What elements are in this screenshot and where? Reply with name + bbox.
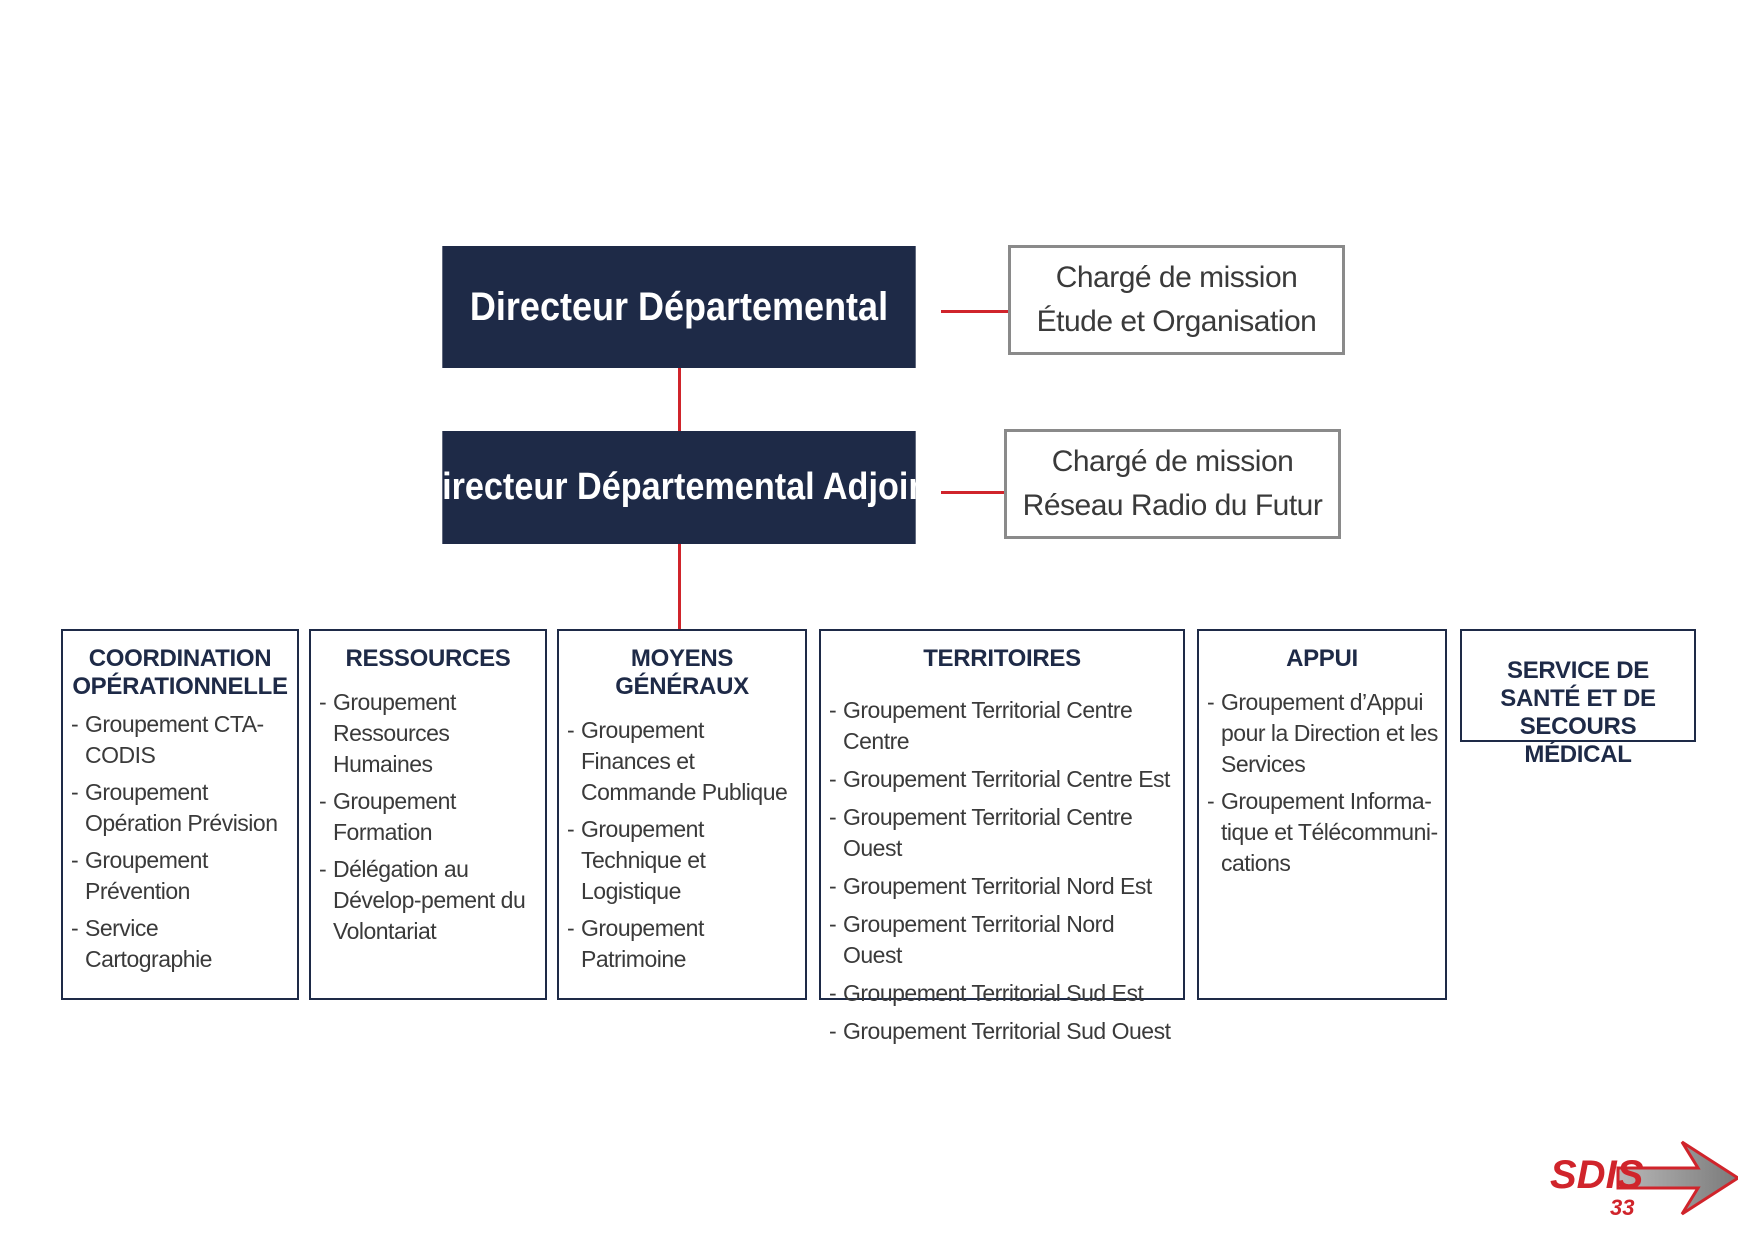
list-item: Groupement Technique et Logistique [567, 814, 799, 907]
list-item: Groupement Territorial Sud Ouest [829, 1016, 1177, 1047]
department-title: RESSOURCES [345, 645, 511, 672]
department-ressources: RESSOURCES Groupement Ressources Humaine… [309, 629, 547, 1000]
connector-director-to-mission-1 [941, 310, 1009, 313]
list-item: Groupement Territorial Centre Centre [829, 695, 1177, 757]
list-item: Groupement Territorial Centre Ouest [829, 802, 1177, 864]
list-item: Groupement Formation [319, 786, 539, 848]
department-item-list: Groupement Finances et Commande Publique… [559, 715, 805, 975]
list-item: Groupement Finances et Commande Publique [567, 715, 799, 808]
department-title: TERRITOIRES [923, 645, 1081, 672]
list-item: Groupement CTA-CODIS [71, 709, 291, 771]
list-item: Groupement Territorial Nord Est [829, 871, 1177, 902]
list-item: Délégation au Dévelop-pement du Volontar… [319, 854, 539, 947]
department-item-list: Groupement Ressources Humaines Groupemen… [311, 687, 545, 947]
department-service-sante: SERVICE DE SANTÉ ET DE SECOURS MÉDICAL [1460, 629, 1696, 768]
mission-box-radio: Chargé de mission Réseau Radio du Futur [1004, 429, 1341, 539]
department-appui: APPUI Groupement d’Appui pour la Directi… [1197, 629, 1447, 1000]
department-title: APPUI [1286, 645, 1358, 672]
department-title: SERVICE DE SANTÉ ET DE SECOURS MÉDICAL [1500, 657, 1656, 768]
list-item: Groupement Patrimoine [567, 913, 799, 975]
sdis33-logo: SDIS 33 [1550, 1140, 1738, 1220]
mission-subject: Étude et Organisation [1036, 305, 1317, 338]
department-title: MOYENS GÉNÉRAUX [615, 645, 749, 700]
department-item-list: Groupement d’Appui pour la Direction et … [1199, 687, 1445, 879]
logo-number: 33 [1610, 1195, 1634, 1220]
deputy-director-box: Directeur Départemental Adjoint [417, 431, 941, 544]
logo-arrow-shape [1616, 1140, 1738, 1216]
director-title: Directeur Départemental [469, 284, 889, 329]
department-item-list: Groupement Territorial Centre Centre Gro… [821, 695, 1183, 1047]
list-item: Groupement Opération Prévision [71, 777, 291, 839]
list-item: Groupement Territorial Centre Est [829, 764, 1177, 795]
logo-text: SDIS [1550, 1153, 1644, 1197]
mission-box-study: Chargé de mission Étude et Organisation [1008, 245, 1345, 355]
list-item: Service Cartographie [71, 913, 291, 975]
list-item: Groupement Ressources Humaines [319, 687, 539, 780]
mission-label: Chargé de mission [1051, 445, 1294, 478]
mission-subject: Réseau Radio du Futur [1022, 489, 1323, 522]
department-territoires: TERRITOIRES Groupement Territorial Centr… [819, 629, 1185, 1047]
director-box: Directeur Départemental [442, 246, 916, 368]
list-item: Groupement Territorial Nord Ouest [829, 909, 1177, 971]
list-item: Groupement d’Appui pour la Direction et … [1207, 687, 1439, 780]
department-item-list: Groupement CTA-CODIS Groupement Opératio… [63, 709, 297, 975]
department-moyens-generaux: MOYENS GÉNÉRAUX Groupement Finances et C… [557, 629, 807, 1000]
department-title: COORDINATION OPÉRATIONNELLE [72, 645, 288, 700]
deputy-director-title: Directeur Départemental Adjoint [417, 466, 941, 508]
mission-label: Chargé de mission [1055, 261, 1298, 294]
list-item: Groupement Territorial Sud Est [829, 978, 1177, 1009]
department-coordination-operationnelle: COORDINATION OPÉRATIONNELLE Groupement C… [61, 629, 299, 1000]
list-item: Groupement Informa-tique et Télécommuni-… [1207, 786, 1439, 879]
connector-director-to-deputy [678, 368, 681, 432]
connector-deputy-to-mission-2 [941, 491, 1005, 494]
list-item: Groupement Prévention [71, 845, 291, 907]
connector-deputy-to-departments [678, 543, 681, 630]
